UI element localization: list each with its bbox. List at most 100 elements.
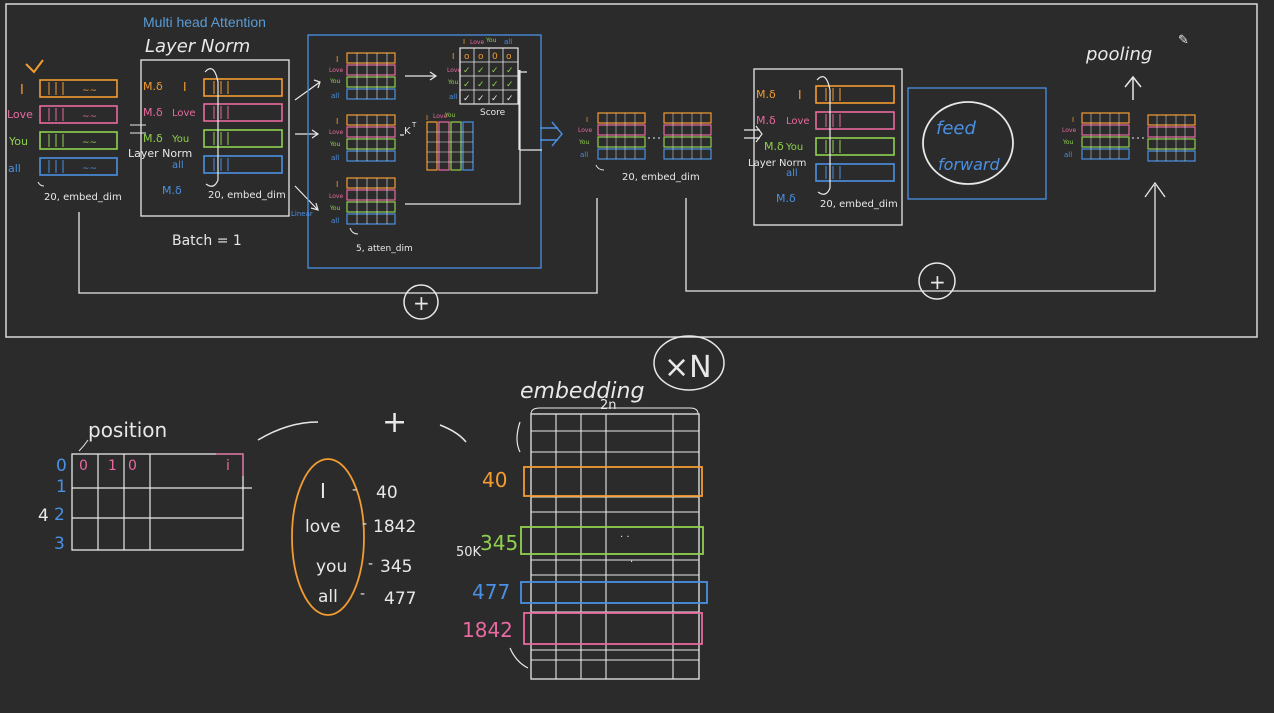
svg-text:1842: 1842 — [373, 517, 416, 537]
embedding-dim-label: 2n — [600, 398, 617, 413]
svg-text:I: I — [426, 114, 428, 122]
tilde-mark: ~~ — [82, 112, 97, 122]
final-output: I Love You all — [1062, 112, 1196, 162]
svg-text:· ·: · · — [620, 532, 630, 543]
embedding-id-345: 345 — [480, 531, 518, 555]
svg-text:-: - — [362, 516, 367, 532]
svg-text:0: 0 — [128, 458, 137, 474]
svg-text:You: You — [329, 141, 341, 148]
residual-line-2 — [685, 181, 1166, 292]
svg-text:0: 0 — [79, 458, 88, 474]
svg-text:M.δ: M.δ — [143, 106, 163, 119]
svg-text:1: 1 — [108, 458, 117, 474]
svg-text:K: K — [404, 126, 411, 137]
token-love-label: Love — [7, 108, 33, 121]
token-i-label: I — [20, 83, 24, 98]
repeat-n-label: ×N — [664, 350, 712, 385]
svg-text:You: You — [785, 142, 803, 153]
svg-text:all: all — [504, 38, 512, 46]
layer-norm-heading: Layer Norm — [145, 36, 250, 57]
feed-forward-label-1: feed — [936, 118, 976, 139]
feed-forward-circle — [922, 101, 1014, 185]
layer-norm-rows-1: M.δ I M.δ Love M.δ You all M.δ 20, embed… — [143, 68, 286, 201]
svg-text:M.δ: M.δ — [756, 88, 776, 101]
svg-text:✓: ✓ — [477, 80, 485, 90]
svg-text:M.δ: M.δ — [143, 80, 163, 93]
vocab-oval — [291, 458, 365, 616]
svg-text:✓: ✓ — [463, 66, 471, 76]
atten-dim-label: 5, atten_dim — [356, 244, 413, 254]
svg-text:477: 477 — [384, 589, 416, 609]
residual-add-circle-1 — [403, 284, 439, 320]
svg-text:You: You — [329, 78, 341, 85]
input-embeddings: I ~~ Love ~~ You ~~ all ~~ 20, embed_dim — [7, 79, 122, 203]
arrow-to-layer-norm-2 — [744, 125, 763, 143]
embedding-id-40: 40 — [482, 468, 507, 492]
layer-norm-box-1 — [140, 59, 290, 217]
embedding-label: embedding — [520, 379, 644, 404]
svg-text:20, embed_dim: 20, embed_dim — [208, 190, 286, 201]
svg-text:You: You — [485, 37, 497, 44]
add-symbol: + — [382, 405, 407, 440]
svg-text:Love: Love — [329, 193, 343, 200]
svg-text:all: all — [318, 587, 338, 607]
yellow-check-mark — [25, 59, 44, 74]
token-you-label: You — [8, 135, 28, 148]
svg-text:✓: ✓ — [506, 94, 514, 104]
svg-text:M.δ: M.δ — [776, 192, 796, 205]
residual-add-symbol-1: + — [413, 291, 430, 315]
k-transpose-matrix: K T I Love You — [404, 112, 474, 171]
svg-text:2: 2 — [54, 505, 65, 525]
svg-text:Love: Love — [578, 127, 592, 134]
svg-text:M.δ: M.δ — [143, 132, 163, 145]
svg-text:M.δ: M.δ — [162, 184, 182, 197]
pen-cursor-icon: ✎ — [1178, 33, 1189, 48]
attention-output: I Love You all 20, embed_dim — [578, 112, 712, 183]
svg-text:✓: ✓ — [477, 66, 485, 76]
vocab-size-label: 50K — [456, 545, 482, 560]
svg-text:all: all — [449, 93, 457, 101]
encoder-frame — [5, 3, 1258, 338]
svg-text:all: all — [580, 151, 588, 159]
feed-forward-box — [907, 87, 1047, 200]
svg-text:all: all — [1064, 151, 1072, 159]
batch-label: Batch = 1 — [172, 233, 242, 249]
svg-text:Love: Love — [329, 129, 343, 136]
svg-text:love: love — [305, 517, 341, 537]
layer-norm-side-label: Layer Norm — [128, 147, 192, 160]
svg-text:I: I — [183, 80, 187, 94]
position-label: position — [88, 418, 167, 442]
svg-text:Love: Love — [470, 39, 484, 46]
embedding-table: · · · — [520, 413, 708, 680]
svg-text:You: You — [447, 79, 459, 86]
svg-text:✓: ✓ — [477, 94, 485, 104]
svg-text:✓: ✓ — [491, 80, 499, 90]
svg-text:you: you — [316, 557, 347, 577]
pooling-arrow — [1124, 75, 1142, 100]
score-grid: I Love You all I Love You all o o 0 o ✓ … — [447, 37, 519, 118]
svg-text:I: I — [336, 180, 338, 189]
attention-output-arrow — [540, 121, 563, 147]
v-matrix: I Love You all 5, atten_dim — [329, 177, 413, 254]
svg-text:0: 0 — [56, 456, 67, 476]
svg-text:20, embed_dim: 20, embed_dim — [820, 199, 898, 210]
feed-forward-label-2: forward — [938, 155, 1000, 174]
svg-text:o: o — [464, 52, 470, 62]
attention-arrows — [400, 70, 542, 205]
svg-text:1: 1 — [56, 477, 67, 497]
residual-add-symbol-2: + — [929, 270, 946, 294]
svg-text:3: 3 — [54, 534, 65, 554]
svg-text:I: I — [586, 116, 588, 124]
embedding-row-40 — [523, 466, 703, 497]
tilde-mark: ~~ — [82, 164, 97, 174]
embedding-row-1842 — [523, 612, 703, 645]
attention-box — [307, 34, 542, 269]
svg-text:all: all — [331, 217, 339, 225]
score-label: Score — [480, 108, 506, 118]
svg-text:You: You — [171, 134, 189, 145]
svg-text:I: I — [463, 38, 465, 46]
svg-text:You: You — [578, 139, 590, 146]
diagram-title: Multi head Attention — [143, 14, 266, 30]
